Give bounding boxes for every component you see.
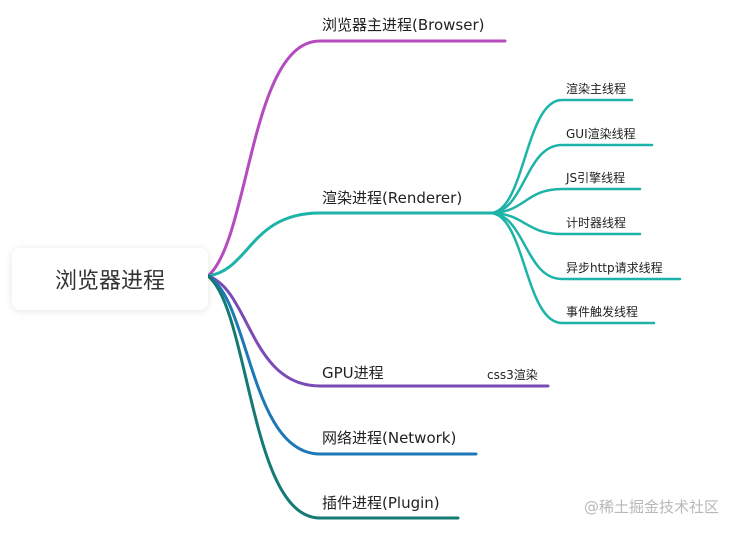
sub-connector-timer-thread: [488, 211, 642, 236]
sub-label-js-thread[interactable]: JS引擎线程: [566, 171, 626, 185]
watermark: @稀土掘金技术社区: [584, 498, 720, 516]
branch-connector-network: [206, 274, 478, 456]
sub-label-event-thread[interactable]: 事件触发线程: [566, 305, 639, 319]
sub-connector-render-main-thread: [488, 98, 634, 215]
branch-connector-plugin: [206, 274, 460, 520]
root-node[interactable]: 浏览器进程: [12, 248, 208, 310]
sub-label-http-thread[interactable]: 异步http请求线程: [566, 261, 663, 275]
branch-label-gpu[interactable]: GPU进程: [322, 364, 384, 382]
sub-connector-js-thread: [488, 187, 642, 215]
sub-connector-event-thread: [488, 211, 656, 325]
sub-label-render-main-thread[interactable]: 渲染主线程: [566, 82, 627, 96]
branch-connector-gpu: [206, 274, 550, 388]
branch-label-plugin[interactable]: 插件进程(Plugin): [322, 494, 440, 512]
sub-label-css3-render[interactable]: css3渲染: [487, 368, 538, 382]
root-node-label: 浏览器进程: [54, 269, 165, 294]
branch-connector-renderer: [206, 211, 492, 278]
sub-connector-gui-thread: [488, 143, 654, 215]
branch-label-renderer[interactable]: 渲染进程(Renderer): [322, 189, 463, 207]
branch-label-network[interactable]: 网络进程(Network): [322, 429, 457, 447]
sub-label-gui-thread[interactable]: GUI渲染线程: [566, 127, 636, 141]
branch-label-browser[interactable]: 浏览器主进程(Browser): [322, 16, 485, 34]
sub-label-timer-thread[interactable]: 计时器线程: [566, 216, 627, 230]
branch-connector-browser: [206, 39, 507, 278]
